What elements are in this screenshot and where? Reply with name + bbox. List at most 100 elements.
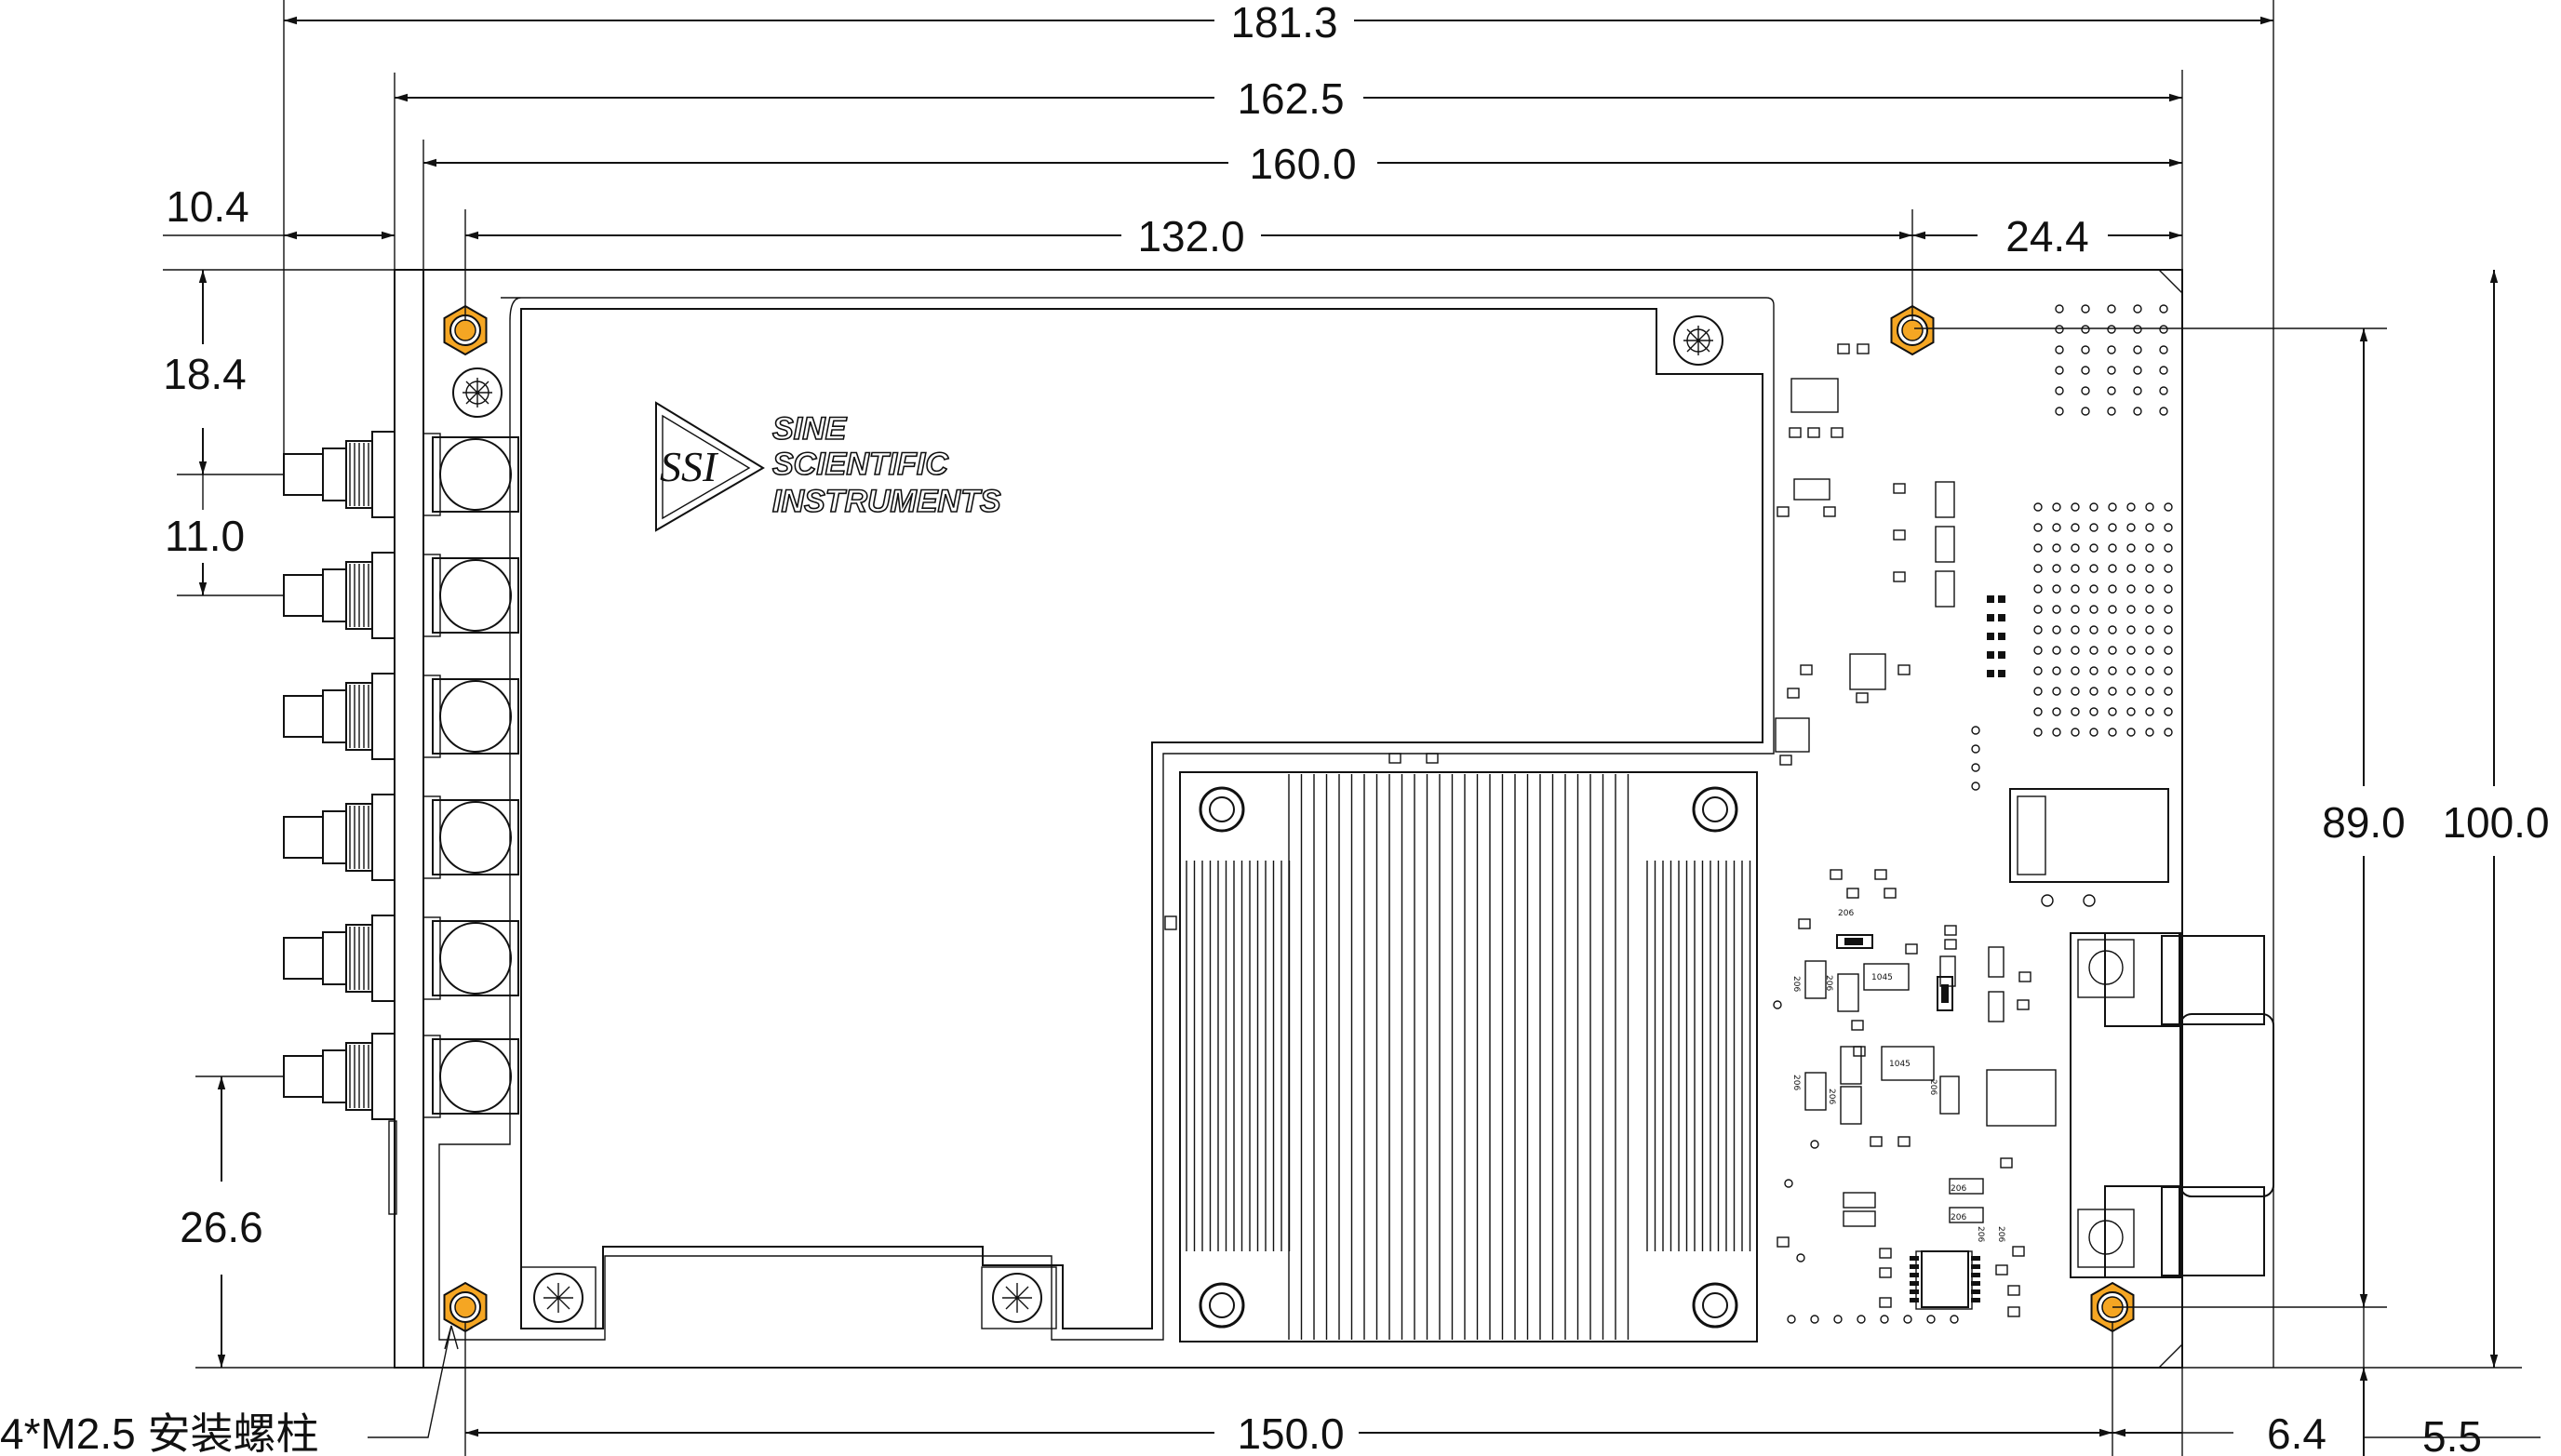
smd-component	[1837, 973, 1859, 1012]
dim-connector-pitch: 11.0	[165, 512, 245, 560]
smd-component	[1849, 653, 1886, 690]
svg-text:206: 206	[1976, 1226, 1985, 1242]
diode	[1836, 934, 1873, 949]
via	[2071, 564, 2080, 573]
smd-component	[1804, 1072, 1827, 1111]
smd-component	[1843, 1192, 1876, 1209]
passive-component	[2007, 1306, 2020, 1317]
via	[2033, 523, 2043, 532]
via	[2164, 707, 2173, 716]
dim-top-to-connector: 18.4	[163, 350, 247, 398]
via	[2126, 543, 2136, 553]
via	[1880, 1315, 1889, 1324]
via	[2052, 502, 2061, 512]
sma-connector	[283, 915, 519, 1002]
passive-component	[1897, 1136, 1911, 1147]
via	[2055, 366, 2064, 375]
passive-component	[1998, 670, 2005, 677]
via	[2071, 728, 2080, 737]
via	[2052, 523, 2061, 532]
passive-component	[1879, 1267, 1892, 1278]
via	[2108, 728, 2117, 737]
via	[1796, 1253, 1805, 1262]
smd-component	[1843, 1210, 1876, 1227]
via	[2071, 707, 2080, 716]
via	[2145, 707, 2154, 716]
via	[2145, 523, 2154, 532]
ic-1045: 1045	[1863, 963, 1910, 991]
via	[2126, 666, 2136, 675]
via	[2108, 584, 2117, 594]
passive-component	[1807, 427, 1820, 438]
sma-connector	[283, 431, 519, 518]
via	[2145, 687, 2154, 696]
smd-component	[1988, 946, 2005, 978]
via	[2108, 707, 2117, 716]
via	[2107, 386, 2116, 395]
via	[1971, 781, 1980, 791]
via	[2145, 564, 2154, 573]
diode-body	[1941, 984, 1949, 1003]
via	[2108, 523, 2117, 532]
diode-body	[1844, 938, 1863, 945]
resistor-206: 206	[1791, 1075, 1801, 1090]
via	[2071, 666, 2080, 675]
via	[2033, 666, 2043, 675]
via	[2164, 523, 2173, 532]
via	[2071, 523, 2080, 532]
via	[1950, 1315, 1959, 1324]
via	[2081, 386, 2090, 395]
via	[2089, 687, 2098, 696]
via	[2145, 584, 2154, 594]
via	[2033, 646, 2043, 655]
via	[2126, 728, 2136, 737]
sma-connector	[283, 552, 519, 639]
via	[2081, 366, 2090, 375]
via	[2164, 687, 2173, 696]
svg-text:206: 206	[1996, 1226, 2005, 1242]
via	[2055, 325, 2064, 334]
resistor-206: 206	[1791, 976, 1801, 992]
shield-screw	[520, 1266, 597, 1329]
via	[1971, 726, 1980, 735]
via	[2159, 345, 2168, 354]
passive-component	[2012, 1246, 2025, 1257]
via	[2108, 666, 2117, 675]
via	[2033, 625, 2043, 634]
passive-component	[1856, 692, 1869, 703]
smd-component	[1840, 1086, 1862, 1125]
via	[2081, 325, 2090, 334]
via	[2164, 666, 2173, 675]
passive-component	[1879, 1248, 1892, 1259]
via	[2055, 345, 2064, 354]
passive-component	[1388, 753, 1401, 764]
passive-component	[1893, 483, 1906, 494]
passive-component	[1905, 943, 1918, 955]
via	[2108, 564, 2117, 573]
via	[2164, 625, 2173, 634]
pcb-board	[422, 269, 2183, 1369]
dim-bracket-offset: 10.4	[166, 182, 249, 231]
passive-component	[1874, 869, 1887, 880]
smd-component	[1804, 960, 1827, 999]
via	[2089, 543, 2098, 553]
shield-cover	[438, 297, 1775, 1341]
smd-component	[1949, 1178, 1984, 1195]
smd-component	[1915, 1250, 1973, 1310]
via	[2126, 584, 2136, 594]
via	[2145, 502, 2154, 512]
passive-component	[2018, 971, 2031, 982]
via	[1787, 1315, 1796, 1324]
passive-component	[1893, 571, 1906, 582]
heatsink	[1179, 771, 1758, 1342]
passive-component	[2007, 1285, 2020, 1296]
smd-component	[1840, 1046, 1862, 1085]
svg-text:206: 206	[1951, 1184, 1966, 1194]
svg-text:206: 206	[1827, 1089, 1836, 1104]
via	[2133, 386, 2142, 395]
via	[2108, 605, 2117, 614]
via	[2081, 345, 2090, 354]
